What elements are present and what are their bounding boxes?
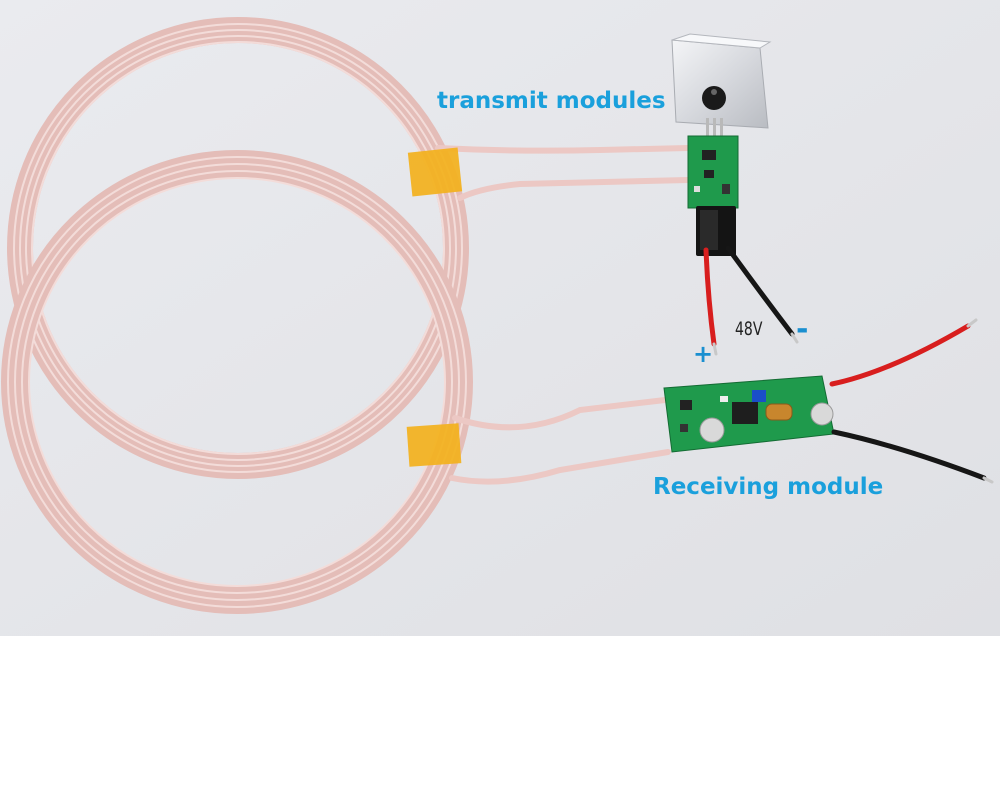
product-photo (0, 0, 1000, 636)
tape-transmit (407, 147, 463, 197)
minus-sign-label: - (796, 312, 809, 347)
receiving-module-label: Receiving module (653, 474, 884, 500)
transmit-modules-label: transmit modules (437, 88, 666, 114)
transmit-coil (7, 17, 469, 479)
photo-background (0, 0, 1000, 636)
power-input-wires (703, 245, 799, 356)
tape-receive (406, 423, 462, 467)
plus-sign-label: + (693, 340, 714, 368)
receiving-leads (449, 397, 671, 485)
voltage-label: 48V (735, 318, 763, 340)
receiving-coil (1, 150, 473, 614)
receiving-pcb (663, 375, 835, 453)
transmit-leads (435, 145, 691, 201)
transmit-pcb (687, 135, 739, 256)
output-wires (829, 318, 994, 484)
heatsink (671, 33, 772, 140)
